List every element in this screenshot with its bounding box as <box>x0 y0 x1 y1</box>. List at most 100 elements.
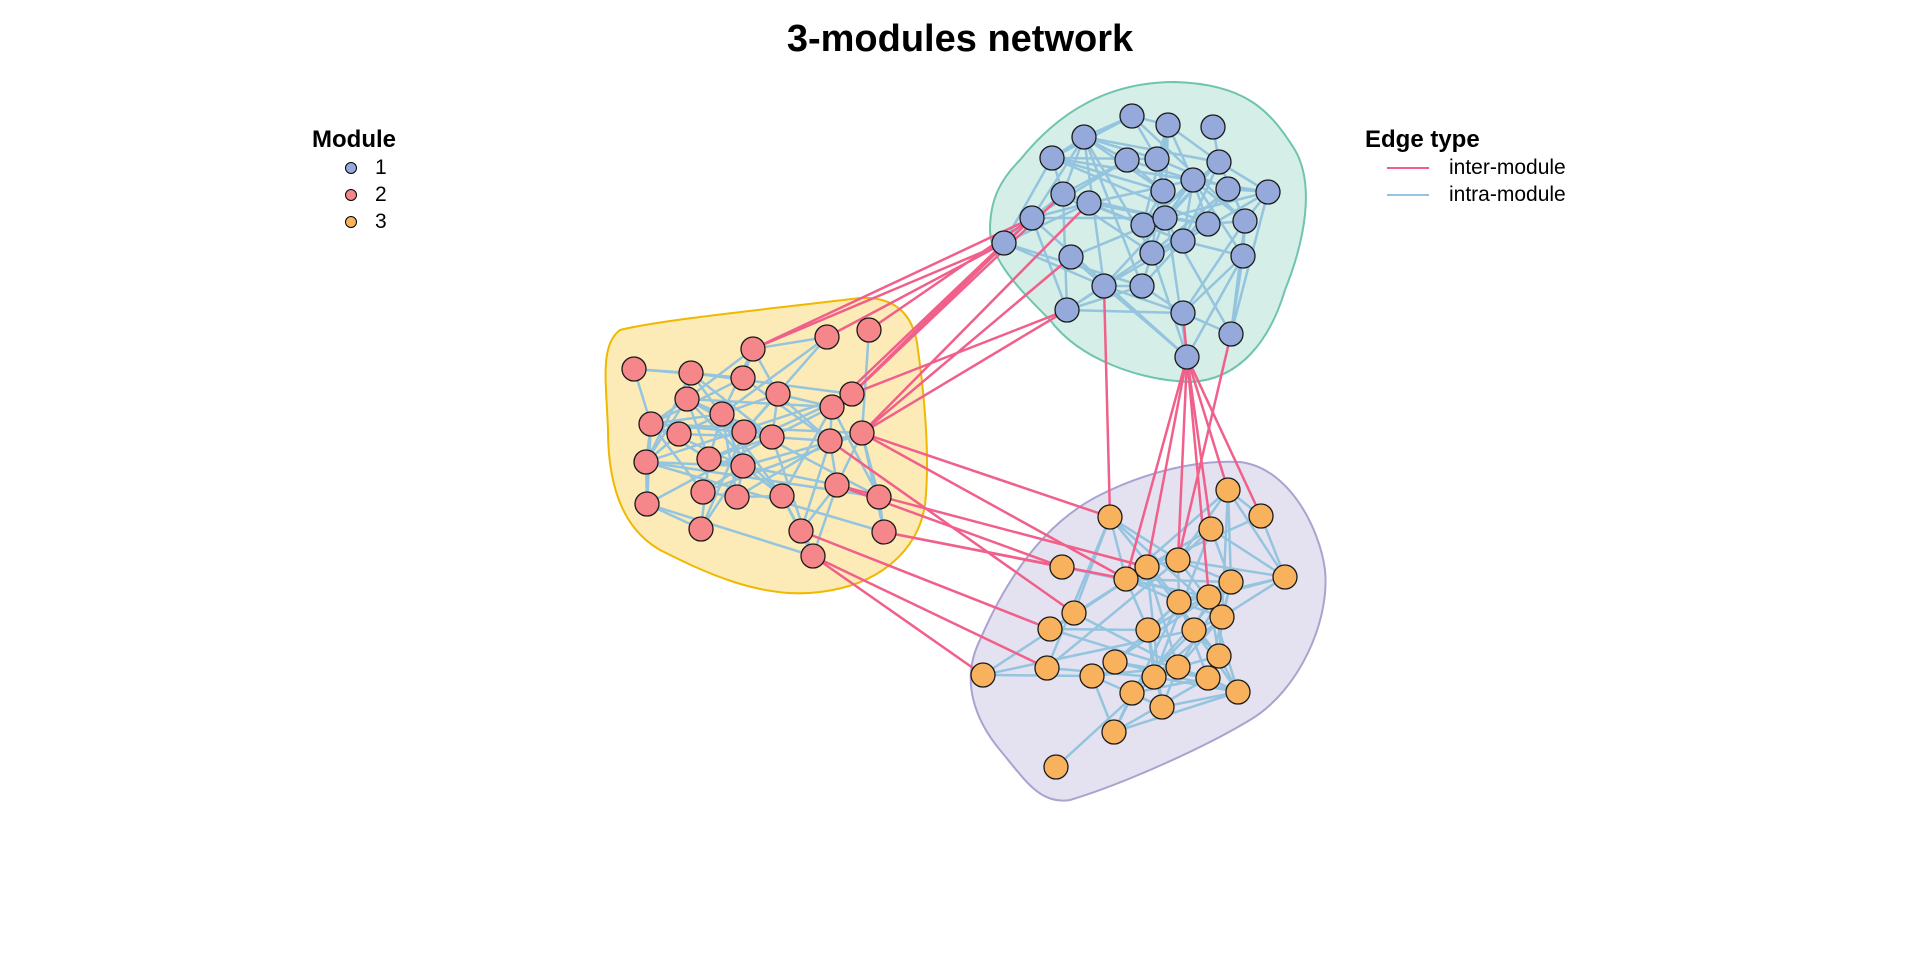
module-3-node <box>1037 616 1063 642</box>
module-1-node <box>991 230 1017 256</box>
intra-module-edge <box>1049 627 1149 632</box>
inter-module-edge <box>1185 356 1230 491</box>
inter-module-line-icon <box>1387 166 1429 169</box>
module-3-node <box>1196 584 1222 610</box>
inter-module-edge <box>826 241 1005 339</box>
intra-module-edge <box>982 628 1195 677</box>
module-2-node <box>730 365 756 391</box>
module-3-node <box>1209 604 1235 630</box>
inter-module-edge <box>812 554 1048 670</box>
inter-module-edge <box>1176 356 1189 561</box>
intra-module-edge <box>645 460 744 468</box>
module-3-node <box>1097 504 1123 530</box>
module-1-node <box>1150 178 1176 204</box>
module-1-node <box>1170 300 1196 326</box>
module-2-node <box>674 386 700 412</box>
module-2-node <box>800 543 826 569</box>
module-3-node <box>970 662 996 688</box>
module-2-node <box>678 360 704 386</box>
module-1-node <box>1130 212 1156 238</box>
inter-module-edge <box>861 202 1090 434</box>
intra-module-edge <box>1109 515 1179 562</box>
module-1-node <box>1232 208 1258 234</box>
intra-module-edge <box>1161 690 1239 709</box>
intra-module-edge <box>1051 156 1158 161</box>
module-3-node <box>1135 617 1161 643</box>
intra-module-edge <box>1153 616 1223 678</box>
module-2-node <box>688 516 714 542</box>
intra-module-edge <box>1125 577 1232 584</box>
edge-legend-item-inter: inter-module <box>1365 154 1566 181</box>
module-3-node <box>1119 680 1145 706</box>
intra-module-edge <box>1113 690 1239 734</box>
module-1-node <box>1230 243 1256 269</box>
intra-module-edge <box>830 406 881 498</box>
module-legend-item-1: 1 <box>312 154 396 181</box>
module-3-node <box>1218 569 1244 595</box>
intra-module-edge <box>1182 255 1244 314</box>
inter-module-edge <box>1185 356 1263 517</box>
module-1-node <box>1119 103 1145 129</box>
module-1-node <box>1071 124 1097 150</box>
module-3-node <box>1049 554 1075 580</box>
intra-module-line-icon <box>1387 193 1429 196</box>
module-2-node <box>856 317 882 343</box>
intra-module-edge <box>1229 255 1245 335</box>
module-2-node <box>849 420 875 446</box>
module-3-node <box>1181 617 1207 643</box>
inter-module-edge <box>812 554 984 677</box>
intra-module-edge <box>678 432 773 439</box>
intra-module-edge <box>1131 676 1209 695</box>
module-3-node <box>1248 503 1274 529</box>
module-1-node <box>1180 167 1206 193</box>
edge-legend-label: intra-module <box>1449 182 1566 206</box>
inter-module-edge <box>861 256 1072 434</box>
intra-module-edge <box>1182 190 1269 243</box>
intra-module-edge <box>1066 308 1184 315</box>
module-2-node <box>696 446 722 472</box>
edge-legend-label: inter-module <box>1449 155 1566 179</box>
module-1-node <box>1058 244 1084 270</box>
intra-module-edge <box>1181 220 1247 314</box>
module-2-node <box>621 356 647 382</box>
module-2-node <box>788 518 814 544</box>
inter-module-edge <box>861 431 1127 581</box>
module-3-node <box>1165 654 1191 680</box>
module-legend-label: 3 <box>375 209 387 233</box>
module-3-node <box>1195 665 1221 691</box>
intra-module-edge <box>1045 516 1112 669</box>
intra-module-edge <box>1125 577 1210 599</box>
module-3-swatch-icon <box>345 215 357 228</box>
intra-module-edge <box>860 432 886 533</box>
module-3-node <box>1272 564 1298 590</box>
module-1-node <box>1170 228 1196 254</box>
inter-module-edge <box>1145 356 1189 568</box>
module-3-node <box>1113 566 1139 592</box>
intra-module-edge <box>1185 255 1245 358</box>
edge-type-legend: Edge type inter-module intra-module <box>1365 126 1566 208</box>
intra-module-edge <box>1103 285 1188 358</box>
inter-module-edge <box>883 530 1127 581</box>
intra-module-edge <box>1073 611 1179 669</box>
module-3-node <box>1141 664 1167 690</box>
module-2-node <box>759 424 785 450</box>
inter-module-edge <box>1124 356 1189 580</box>
inter-module-edge <box>800 529 1051 631</box>
module-2-node <box>839 381 865 407</box>
module-2-node <box>690 479 716 505</box>
intra-module-edge <box>1051 156 1164 193</box>
module-2-node <box>724 484 750 510</box>
module-2-node <box>730 453 756 479</box>
module-2-node <box>709 401 735 427</box>
intra-module-edge <box>1083 135 1158 161</box>
module-1-node <box>1054 297 1080 323</box>
module-3-node <box>1102 649 1128 675</box>
module-2-node <box>633 449 659 475</box>
intra-module-edge <box>780 406 834 497</box>
module-3-node <box>1149 694 1175 720</box>
inter-module-edge <box>1176 333 1233 561</box>
module-2-node <box>769 483 795 509</box>
chart-title: 3-modules network <box>786 18 1134 60</box>
intra-module-edge <box>690 372 773 438</box>
